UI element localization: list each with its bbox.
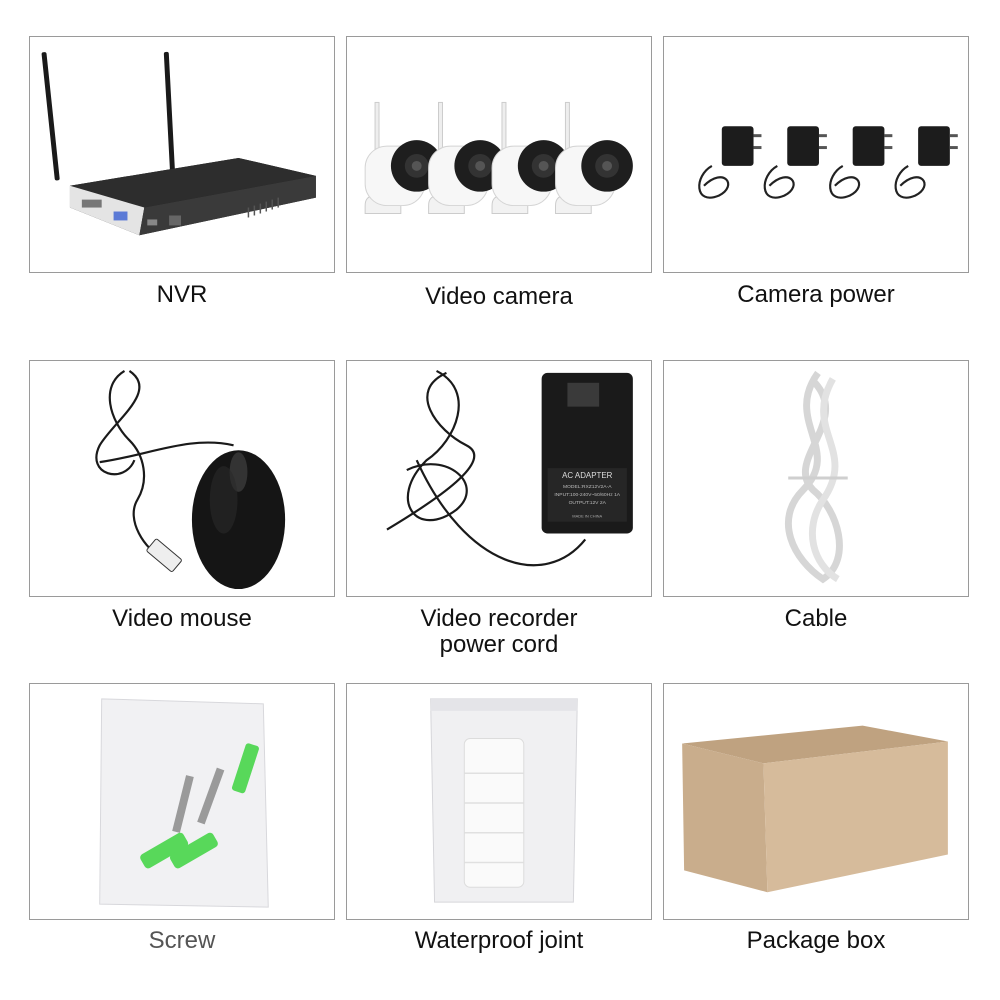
adapter-input: INPUT:100-240V~50/60Hz 1A: [554, 492, 620, 498]
camera-power-label: Camera power: [737, 281, 895, 308]
video-mouse-image: [29, 360, 335, 597]
cable-image: [663, 360, 969, 597]
adapter-origin: MADE IN CHINA: [572, 514, 602, 519]
camera-power-image: [663, 36, 969, 273]
waterproof-joint-image: [346, 683, 652, 920]
waterproof-joint-label: Waterproof joint: [414, 927, 584, 954]
power-cord-label: Video recorder power cord: [346, 606, 652, 658]
adapter-model: MODEL:RXZ12V2A-A: [563, 484, 612, 490]
package-box-image: [663, 683, 969, 920]
nvr-label: NVR: [156, 281, 208, 308]
video-camera-label: Video camera: [425, 283, 573, 310]
video-mouse-label: Video mouse: [112, 605, 252, 632]
power-cord-image: AC ADAPTER MODEL:RXZ12V2A-A INPUT:100-24…: [346, 360, 652, 597]
adapter-output: OUTPUT:12V 2A: [569, 500, 607, 506]
cable-label: Cable: [784, 605, 848, 632]
screw-label: Screw: [148, 927, 216, 954]
screw-image: [29, 683, 335, 920]
package-box-label: Package box: [746, 927, 886, 954]
video-camera-image: [346, 36, 652, 273]
nvr-image: [29, 36, 335, 273]
adapter-title: AC ADAPTER: [562, 471, 612, 480]
power-cord-label-text: Video recorder power cord: [420, 605, 578, 658]
